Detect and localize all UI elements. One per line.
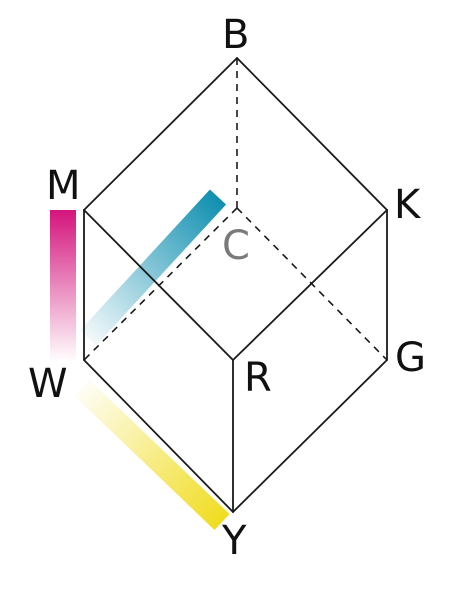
edge-g-y xyxy=(232,359,388,513)
yellow-gradient-bar xyxy=(74,380,230,530)
vertex-label-b: B xyxy=(222,12,249,58)
hidden-edge-c-w xyxy=(83,207,238,361)
vertex-label-g: G xyxy=(395,335,426,381)
edge-b-m xyxy=(83,57,238,211)
edge-w-y xyxy=(83,359,234,513)
vertex-label-r: R xyxy=(244,355,272,401)
vertex-label-k: K xyxy=(394,182,422,228)
magenta-gradient-bar xyxy=(50,210,76,362)
vertex-label-c: C xyxy=(222,223,250,269)
vertex-label-y: Y xyxy=(221,518,247,564)
cyan-gradient-bar xyxy=(79,189,227,346)
edge-b-k xyxy=(236,57,388,211)
edge-m-r xyxy=(83,209,234,361)
vertex-label-w: W xyxy=(28,361,68,407)
edge-k-r xyxy=(232,209,388,361)
vertex-label-m: M xyxy=(46,163,81,209)
